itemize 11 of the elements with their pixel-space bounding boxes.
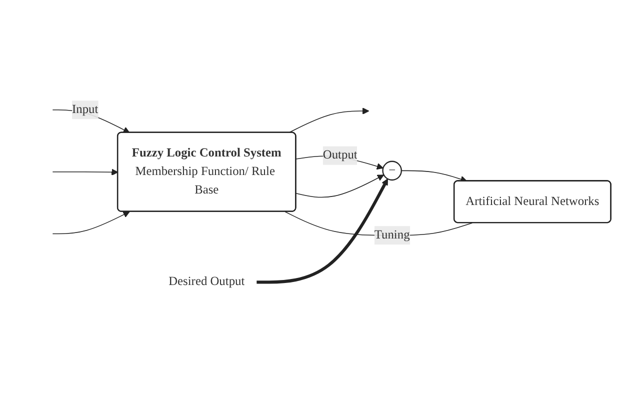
node-text: Desired Output xyxy=(168,274,245,288)
arrow xyxy=(256,178,388,284)
arrow xyxy=(288,108,370,134)
arrow xyxy=(296,174,384,198)
arrow xyxy=(401,170,468,182)
arrow xyxy=(52,211,130,234)
edge-label: Output xyxy=(322,148,358,162)
node-circle: − xyxy=(382,160,402,181)
edge-label: Tuning xyxy=(374,228,410,242)
edge-label: Input xyxy=(72,102,98,116)
arrow xyxy=(52,168,118,176)
